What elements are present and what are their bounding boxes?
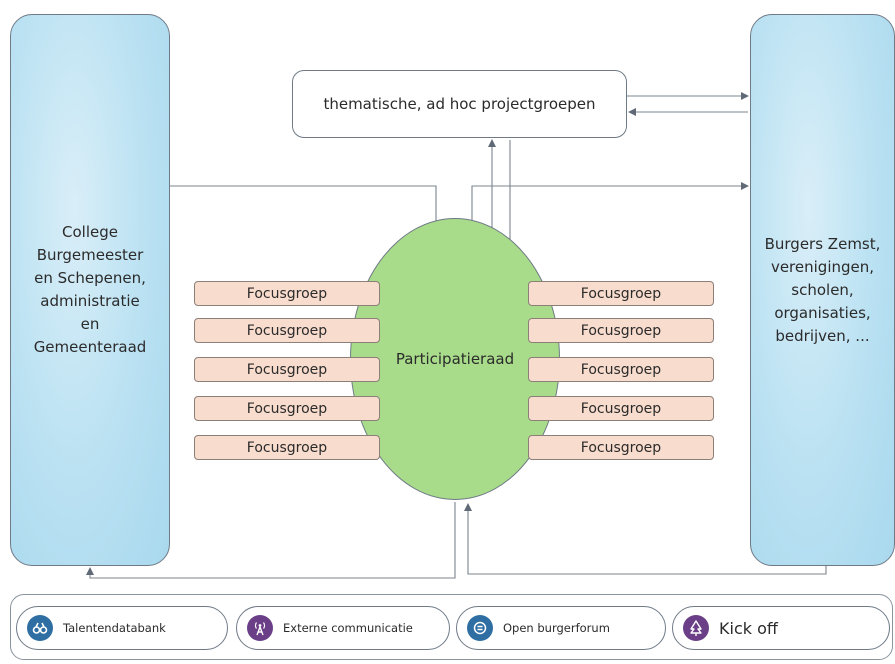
kick-off-pill: Kick off [672, 606, 890, 650]
focus-group-label: Focusgroep [580, 439, 662, 456]
college-panel-label: College Burgemeester en Schepenen, admin… [33, 223, 147, 356]
project-groups-box: thematische, ad hoc projectgroepen [292, 70, 627, 138]
focus-group-label: Focusgroep [580, 361, 662, 378]
arrow-college-to-council [170, 185, 440, 231]
tree-icon [683, 615, 709, 641]
focus-group-right-5: Focusgroep [528, 435, 714, 460]
arrow-council-to-college [86, 502, 456, 579]
broadcast-icon [247, 615, 273, 641]
focus-group-right-2: Focusgroep [528, 318, 714, 343]
focus-group-right-1: Focusgroep [528, 281, 714, 306]
college-panel: College Burgemeester en Schepenen, admin… [10, 14, 170, 566]
participation-council-label: Participatieraad [393, 350, 517, 368]
focus-group-right-3: Focusgroep [528, 357, 714, 382]
focus-group-left-2: Focusgroep [194, 318, 380, 343]
focus-group-label: Focusgroep [246, 400, 328, 417]
citizens-panel: Burgers Zemst, verenigingen, scholen, or… [750, 14, 895, 566]
focus-group-label: Focusgroep [246, 285, 328, 302]
focus-group-label: Focusgroep [246, 322, 328, 339]
focus-group-label: Focusgroep [246, 439, 328, 456]
open-forum-label: Open burgerforum [503, 621, 610, 635]
focus-group-left-5: Focusgroep [194, 435, 380, 460]
focus-group-label: Focusgroep [580, 400, 662, 417]
binoculars-icon [27, 615, 53, 641]
arrow-citizens-to-council [464, 503, 827, 575]
external-communication-label: Externe communicatie [283, 621, 413, 635]
project-groups-label: thematische, ad hoc projectgroepen [323, 95, 596, 113]
focus-group-label: Focusgroep [580, 285, 662, 302]
focus-group-right-4: Focusgroep [528, 396, 714, 421]
external-communication-pill: Externe communicatie [236, 606, 450, 650]
focus-group-left-3: Focusgroep [194, 357, 380, 382]
talent-database-label: Talentendatabank [63, 621, 166, 635]
focus-group-label: Focusgroep [246, 361, 328, 378]
kick-off-label: Kick off [719, 618, 778, 638]
citizens-panel-label: Burgers Zemst, verenigingen, scholen, or… [764, 234, 881, 345]
participation-council: Participatieraad [350, 218, 560, 500]
focus-group-left-1: Focusgroep [194, 281, 380, 306]
focus-group-left-4: Focusgroep [194, 396, 380, 421]
open-forum-pill: Open burgerforum [456, 606, 666, 650]
focus-group-label: Focusgroep [580, 322, 662, 339]
talent-database-pill: Talentendatabank [16, 606, 228, 650]
forum-icon [467, 615, 493, 641]
